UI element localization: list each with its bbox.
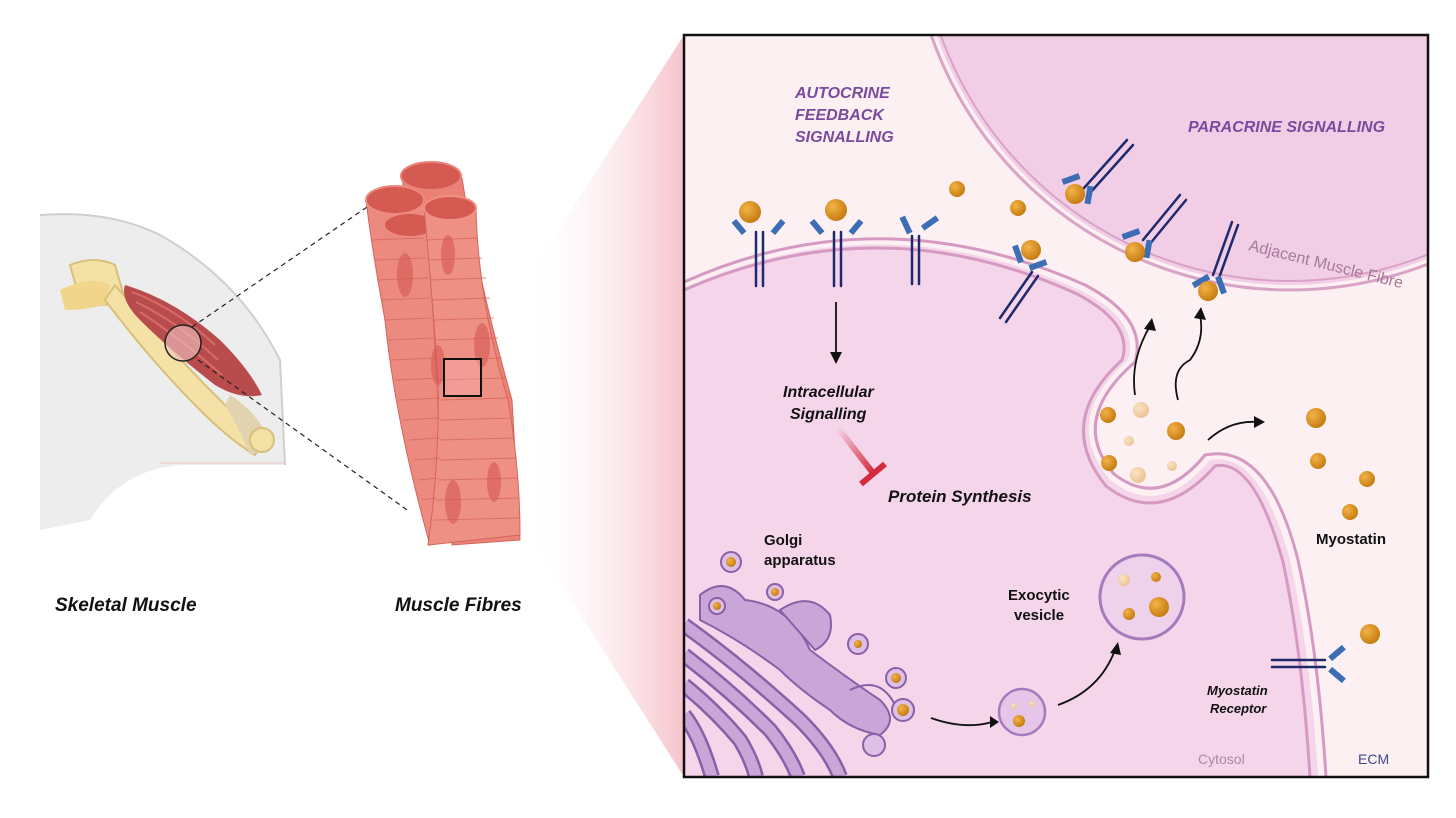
- receptor: [731, 201, 786, 288]
- autocrine-label-line2: FEEDBACK: [795, 107, 885, 124]
- arm-illustration: [39, 213, 286, 530]
- autocrine-label-line1: AUTOCRINE: [794, 85, 891, 102]
- receptor: [1121, 193, 1188, 262]
- paracrine-label: PARACRINE SIGNALLING: [1188, 119, 1385, 136]
- receptor: [809, 199, 864, 288]
- golgi-label-line2: apparatus: [764, 552, 836, 569]
- detail-panel: [684, 35, 1428, 777]
- skeletal-muscle-label: Skeletal Muscle: [55, 595, 197, 616]
- muscle-fibres-illustration: [365, 161, 521, 546]
- ecm-label: ECM: [1358, 751, 1389, 767]
- myostatin-label: Myostatin: [1316, 531, 1386, 548]
- transport-vesicle: [997, 687, 1047, 737]
- receptor: [899, 215, 940, 286]
- receptor-label-line1: Myostatin: [1207, 683, 1268, 698]
- myostatin-receptor: [1270, 644, 1346, 684]
- cell-interior: [684, 244, 1318, 777]
- zoom-line: [197, 359, 411, 513]
- exocytic-vesicle: [1098, 553, 1186, 641]
- golgi-apparatus: [684, 585, 896, 777]
- exocytic-label-line2: vesicle: [1014, 607, 1064, 624]
- intracellular-label-line2: Signalling: [790, 406, 867, 423]
- exocytic-label-line1: Exocytic: [1008, 587, 1070, 604]
- autocrine-label-line3: SIGNALLING: [795, 129, 894, 146]
- receptor: [1061, 138, 1135, 205]
- zoom-box: [443, 358, 482, 397]
- detail-panel-border: [682, 33, 1430, 779]
- protein-synthesis-label: Protein Synthesis: [888, 487, 1032, 506]
- intracellular-label-line1: Intracellular: [783, 384, 874, 401]
- receptor-label-line2: Receptor: [1210, 701, 1267, 716]
- receptor: [998, 240, 1048, 324]
- muscle-fibres-label: Muscle Fibres: [395, 595, 522, 616]
- receptor: [1191, 220, 1240, 301]
- zoom-circle: [164, 324, 202, 362]
- cytosol-label: Cytosol: [1198, 751, 1245, 767]
- inhibition-arrow: [835, 426, 876, 475]
- zoom-funnel: [520, 35, 684, 777]
- golgi-label-line1: Golgi: [764, 532, 802, 549]
